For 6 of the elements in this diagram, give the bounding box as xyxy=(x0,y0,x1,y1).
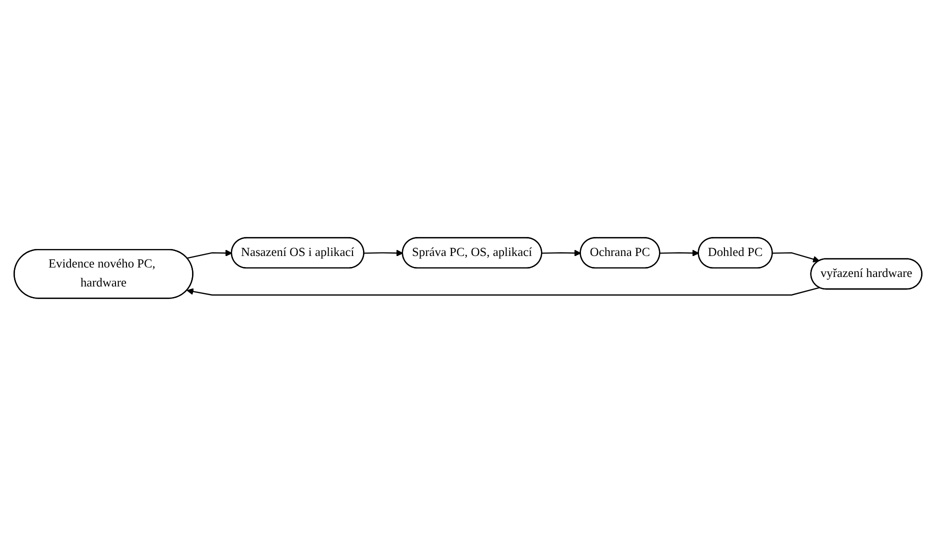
arrow xyxy=(186,250,232,259)
arrow xyxy=(772,252,820,262)
arrow xyxy=(542,250,581,256)
arrow xyxy=(364,250,404,256)
arrow xyxy=(186,287,820,296)
arrow xyxy=(660,250,700,256)
